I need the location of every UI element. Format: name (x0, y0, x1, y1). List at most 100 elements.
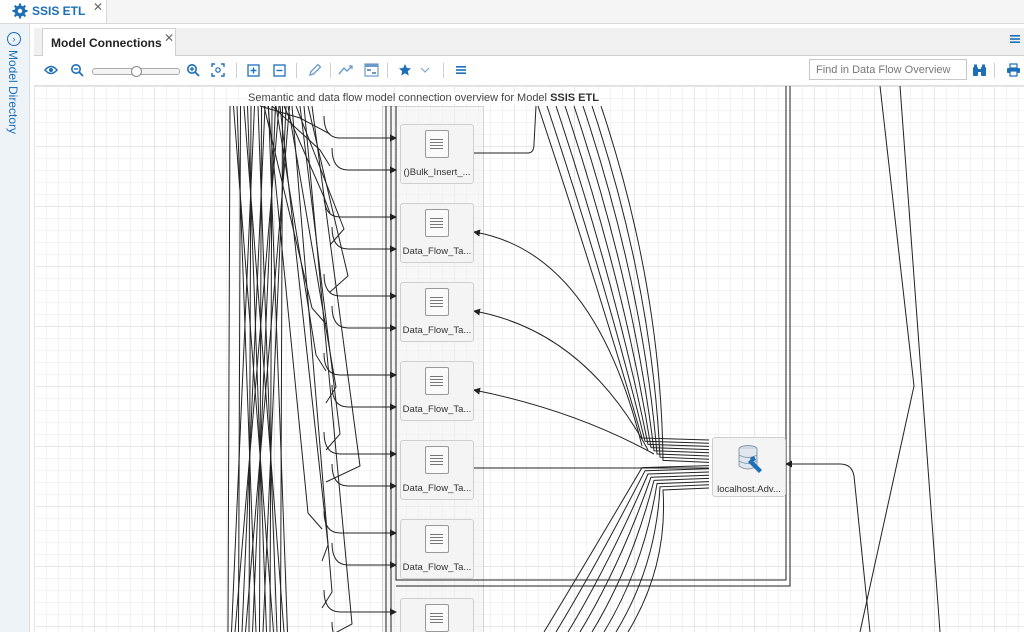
connection-line (267, 105, 323, 530)
edit-pencil-icon[interactable] (306, 61, 324, 79)
document-icon (425, 288, 449, 316)
node-label: Data_Flow_Ta... (402, 404, 472, 415)
document-icon (425, 525, 449, 553)
connection-line (303, 105, 353, 632)
connection-line (546, 105, 710, 444)
tab-model-connections[interactable]: Model Connections ✕ (42, 28, 176, 56)
chevron-right-icon[interactable]: › (7, 32, 21, 46)
connection-line (323, 431, 397, 458)
connection-line (899, 86, 941, 632)
data-flow-canvas[interactable]: Semantic and data flow model connection … (34, 86, 1024, 632)
node-label: Data_Flow_Ta... (402, 562, 472, 573)
overview-title: Semantic and data flow model connection … (246, 92, 601, 104)
node-label: Data_Flow_Ta... (402, 325, 472, 336)
node-data-flow-task[interactable] (400, 598, 474, 632)
toolbar-divider (994, 63, 995, 78)
chevron-down-icon[interactable] (416, 61, 434, 79)
connection-line (567, 471, 710, 632)
connection-line (573, 105, 710, 454)
document-icon (425, 446, 449, 474)
node-label: Data_Flow_Ta... (402, 246, 472, 257)
connection-line (243, 105, 285, 632)
layout-icon[interactable] (362, 61, 380, 79)
connection-line (291, 105, 333, 609)
model-directory-rail[interactable]: › Model Directory (0, 24, 30, 632)
toolbar-divider (296, 63, 297, 78)
node-data-flow-task[interactable]: Data_Flow_Ta... (400, 282, 474, 342)
connection-line (473, 229, 643, 447)
star-icon[interactable] (396, 61, 414, 79)
connection-line (331, 226, 397, 253)
connection-line (331, 621, 334, 632)
connection-line (859, 86, 915, 632)
binoculars-icon[interactable] (970, 61, 988, 79)
close-icon[interactable]: ✕ (164, 31, 175, 45)
connection-line (591, 105, 710, 460)
connection-line (323, 510, 397, 537)
connection-line (287, 105, 337, 404)
connection-line (323, 115, 397, 142)
connection-line (331, 147, 397, 174)
connection-line (227, 105, 231, 632)
document-icon (425, 367, 449, 395)
connection-line (615, 484, 710, 632)
connection-line (396, 86, 791, 587)
connection-line (323, 589, 397, 616)
connection-line (259, 105, 331, 135)
connection-line (473, 387, 655, 455)
node-label: Data_Flow_Ta... (402, 483, 472, 494)
connection-line (331, 305, 397, 332)
database-connection-icon (738, 445, 762, 473)
expand-all-icon[interactable] (244, 61, 262, 79)
document-icon (425, 604, 449, 632)
connection-lines (227, 86, 941, 632)
zoom-in-icon[interactable] (184, 61, 202, 79)
hamburger-menu-icon[interactable] (1009, 33, 1021, 45)
connection-line (263, 105, 327, 325)
node-bulk-insert[interactable]: ()Bulk_Insert_... (400, 124, 474, 184)
connection-line (785, 460, 871, 632)
overview-title-text: Semantic and data flow model connection … (248, 92, 551, 104)
connection-line (564, 105, 710, 451)
connection-line (537, 105, 710, 441)
zoom-slider-thumb[interactable] (131, 66, 142, 77)
connection-line (257, 105, 278, 632)
data-flow-icon[interactable] (337, 61, 355, 79)
connection-line (331, 384, 397, 411)
toolbar-divider (330, 63, 331, 78)
node-data-flow-task[interactable]: Data_Flow_Ta... (400, 519, 474, 579)
node-label: localhost.Adv... (717, 484, 781, 495)
zoom-slider[interactable] (92, 66, 180, 77)
connection-line (323, 273, 397, 300)
connection-line (280, 105, 283, 632)
toolbar-divider (387, 63, 388, 78)
node-data-flow-task[interactable]: Data_Flow_Ta... (400, 361, 474, 421)
zoom-out-icon[interactable] (68, 61, 86, 79)
fit-to-screen-icon[interactable] (209, 61, 227, 79)
connection-line (603, 481, 710, 632)
node-data-flow-task[interactable]: Data_Flow_Ta... (400, 203, 474, 263)
document-tab-ssis-etl[interactable]: SSIS ETL ✕ (0, 0, 107, 23)
toolbar (34, 56, 1024, 86)
close-icon[interactable]: ✕ (93, 0, 104, 14)
connection-line (311, 105, 361, 483)
node-localhost-connection[interactable]: localhost.Adv... (712, 437, 786, 497)
model-directory-label[interactable]: Model Directory (6, 50, 20, 135)
document-tabbar: SSIS ETL ✕ (0, 0, 1024, 24)
gear-icon (12, 3, 28, 19)
connection-line (600, 105, 710, 463)
connection-line (295, 105, 345, 246)
document-tab-label: SSIS ETL (32, 4, 86, 18)
eye-icon[interactable] (42, 61, 60, 79)
print-icon[interactable] (1004, 61, 1022, 79)
document-icon (425, 209, 449, 237)
node-label: ()Bulk_Insert_... (403, 167, 471, 178)
collapse-all-icon[interactable] (270, 61, 288, 79)
connection-line (582, 105, 710, 457)
view-tabbar: Model Connections ✕ (34, 28, 1024, 56)
node-data-flow-task[interactable]: Data_Flow_Ta... (400, 440, 474, 500)
list-menu-icon[interactable] (452, 61, 470, 79)
connection-line (555, 468, 710, 632)
connection-line (472, 105, 537, 154)
find-in-data-flow-input[interactable] (809, 59, 967, 80)
